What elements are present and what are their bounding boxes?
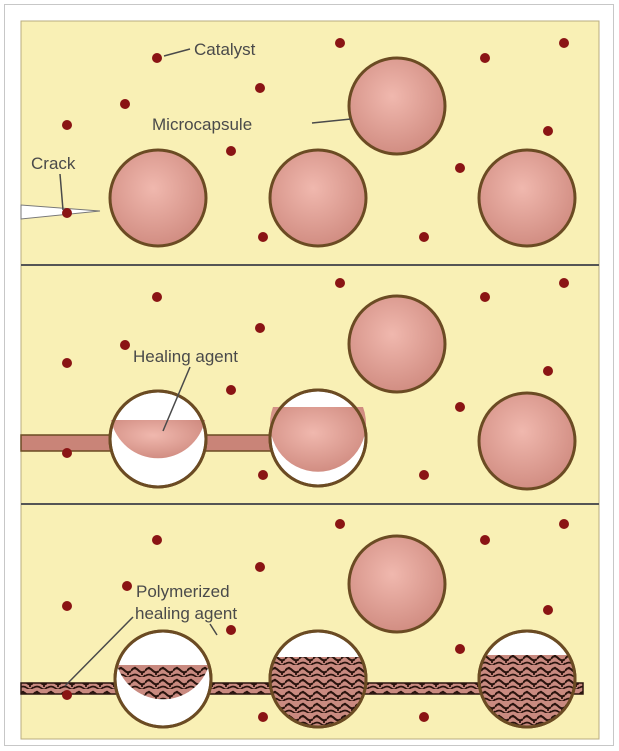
catalyst-dot (258, 232, 268, 242)
catalyst-dot (455, 644, 465, 654)
catalyst-dot (226, 146, 236, 156)
catalyst-dot (559, 278, 569, 288)
catalyst-dot (120, 99, 130, 109)
microcapsule (349, 296, 445, 392)
microcapsule (110, 150, 206, 246)
microcapsule (479, 393, 575, 489)
catalyst-dot (255, 562, 265, 572)
figure-frame: Catalyst Microcapsule Crack (4, 4, 614, 746)
catalyst-dot (335, 38, 345, 48)
catalyst-dot (122, 581, 132, 591)
catalyst-dot (255, 323, 265, 333)
catalyst-dot (226, 625, 236, 635)
catalyst-dot (62, 358, 72, 368)
catalyst-dot (258, 470, 268, 480)
catalyst-dot (62, 690, 72, 700)
polymerized-label-line2: healing agent (135, 604, 237, 623)
catalyst-dot (480, 535, 490, 545)
catalyst-dot (258, 712, 268, 722)
catalyst-dot (455, 163, 465, 173)
polymerized-microcapsule (479, 631, 575, 728)
catalyst-dot (419, 470, 429, 480)
catalyst-dot (335, 519, 345, 529)
catalyst-dot (455, 402, 465, 412)
catalyst-dot (419, 712, 429, 722)
catalyst-dot (543, 605, 553, 615)
self-healing-diagram: Catalyst Microcapsule Crack (5, 5, 615, 747)
catalyst-dot (152, 292, 162, 302)
catalyst-dot (152, 53, 162, 63)
microcapsule-label: Microcapsule (152, 115, 252, 134)
catalyst-dot (255, 83, 265, 93)
microcapsule (479, 150, 575, 246)
catalyst-dot (419, 232, 429, 242)
catalyst-dot (543, 126, 553, 136)
catalyst-dot (480, 53, 490, 63)
healing-agent-label: Healing agent (133, 347, 238, 366)
polymerized-label-line1: Polymerized (136, 582, 230, 601)
polymerized-microcapsule (115, 631, 211, 727)
catalyst-dot (335, 278, 345, 288)
crack-label: Crack (31, 154, 76, 173)
catalyst-dot (559, 519, 569, 529)
catalyst-dot (120, 340, 130, 350)
catalyst-dot (62, 448, 72, 458)
catalyst-dot (62, 120, 72, 130)
catalyst-dot (226, 385, 236, 395)
catalyst-dot (152, 535, 162, 545)
microcapsule (349, 536, 445, 632)
ruptured-microcapsule (270, 390, 366, 486)
microcapsule (270, 150, 366, 246)
ruptured-microcapsule (110, 391, 206, 487)
catalyst-dot (480, 292, 490, 302)
polymerized-microcapsule (270, 631, 366, 727)
catalyst-dot (559, 38, 569, 48)
catalyst-label: Catalyst (194, 40, 256, 59)
catalyst-dot (543, 366, 553, 376)
catalyst-dot (62, 601, 72, 611)
microcapsule (349, 58, 445, 154)
